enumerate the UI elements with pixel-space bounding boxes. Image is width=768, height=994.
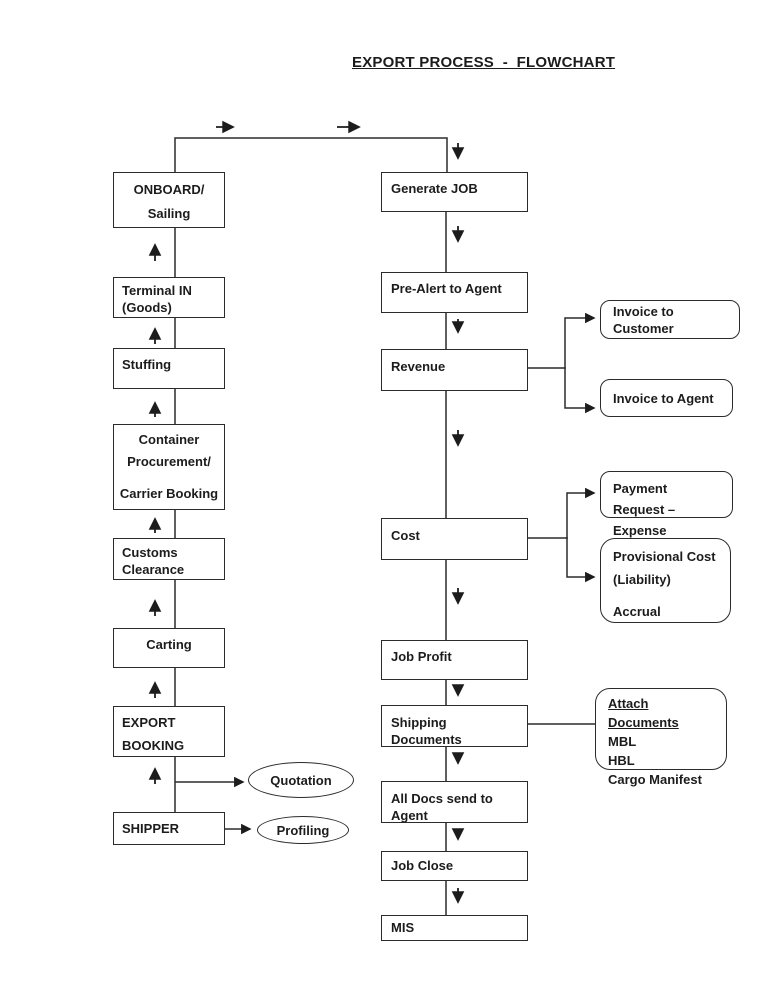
node-label: Procurement/ [127, 454, 211, 469]
node-attach-documents: Attach Documents MBL HBL Cargo Manifest [595, 688, 727, 787]
node-shipping-documents: Shipping Documents [381, 705, 528, 747]
node-label: (Liability) [613, 572, 671, 587]
node-cost: Cost [381, 518, 528, 560]
node-revenue: Revenue [381, 349, 528, 391]
node-invoice-to-agent: Invoice to Agent [600, 379, 733, 417]
node-heading: Attach Documents [608, 696, 679, 730]
node-label: MIS [391, 920, 415, 935]
node-label: Accrual [613, 604, 661, 619]
node-label: Invoice to Customer [613, 303, 674, 336]
connector-revenue-to-invoice-agent [564, 367, 596, 414]
node-label: Quotation [270, 772, 332, 788]
connector-onboard-to-generate-job [174, 137, 448, 172]
node-label: Customs [122, 545, 178, 560]
node-label: HBL [608, 753, 635, 768]
node-label: Carting [146, 637, 192, 652]
page-title: EXPORT PROCESS - FLOWCHART [352, 54, 616, 71]
node-profiling: Profiling [257, 816, 349, 844]
node-label: Invoice to Agent [613, 390, 714, 406]
node-label: ONBOARD/ [133, 182, 205, 197]
node-label: Shipping Documents [391, 715, 462, 747]
node-label: Clearance [122, 562, 185, 577]
node-label: Stuffing [122, 357, 172, 372]
node-shipper: SHIPPER [113, 812, 225, 845]
node-label: Generate JOB [391, 181, 478, 196]
node-job-close: Job Close [381, 851, 528, 881]
node-payment-request-expense: Payment Request – Expense [600, 471, 733, 538]
node-label: Cost [391, 528, 420, 543]
node-label: Provisional Cost [613, 549, 716, 564]
node-label: (Goods) [122, 300, 172, 315]
node-label: Profiling [276, 822, 330, 838]
node-stuffing: Stuffing [113, 348, 225, 389]
connector-cost-to-payment-request [566, 487, 596, 539]
node-label: Revenue [391, 359, 446, 374]
node-label: SHIPPER [122, 821, 180, 836]
node-label: Terminal IN [122, 283, 192, 298]
node-label: Job Profit [391, 649, 452, 664]
node-label: All Docs send to Agent [391, 791, 493, 823]
node-label: Carrier Booking [119, 486, 219, 501]
node-label: Cargo Manifest [608, 772, 702, 787]
node-customs-clearance: Customs Clearance [113, 538, 225, 580]
node-label: EXPORT [122, 715, 176, 730]
node-label: Container [138, 432, 200, 447]
node-onboard-sailing: ONBOARD/ Sailing [113, 172, 225, 228]
node-container-procurement: Container Procurement/ Carrier Booking [113, 424, 225, 510]
node-terminal-in: Terminal IN (Goods) [113, 277, 225, 318]
node-label: Job Close [391, 858, 454, 873]
node-provisional-cost-accrual: Provisional Cost (Liability) Accrual [600, 538, 731, 623]
node-label: BOOKING [122, 738, 185, 753]
node-label: Payment Request – [613, 481, 676, 517]
node-quotation: Quotation [248, 762, 354, 798]
node-carting: Carting [113, 628, 225, 668]
node-export-booking: EXPORT BOOKING [113, 706, 225, 757]
node-label: Expense [613, 523, 667, 538]
node-invoice-to-customer: Invoice to Customer [600, 300, 740, 339]
node-label: Pre-Alert to Agent [391, 281, 502, 296]
connector-revenue-to-invoice-customer [564, 312, 596, 369]
node-label: MBL [608, 734, 637, 749]
node-mis: MIS [381, 915, 528, 941]
node-all-docs-send-to-agent: All Docs send to Agent [381, 781, 528, 823]
node-generate-job: Generate JOB [381, 172, 528, 212]
node-job-profit: Job Profit [381, 640, 528, 680]
connector-cost-to-provisional-cost [566, 537, 596, 583]
node-label: Sailing [147, 206, 191, 221]
node-pre-alert-to-agent: Pre-Alert to Agent [381, 272, 528, 313]
